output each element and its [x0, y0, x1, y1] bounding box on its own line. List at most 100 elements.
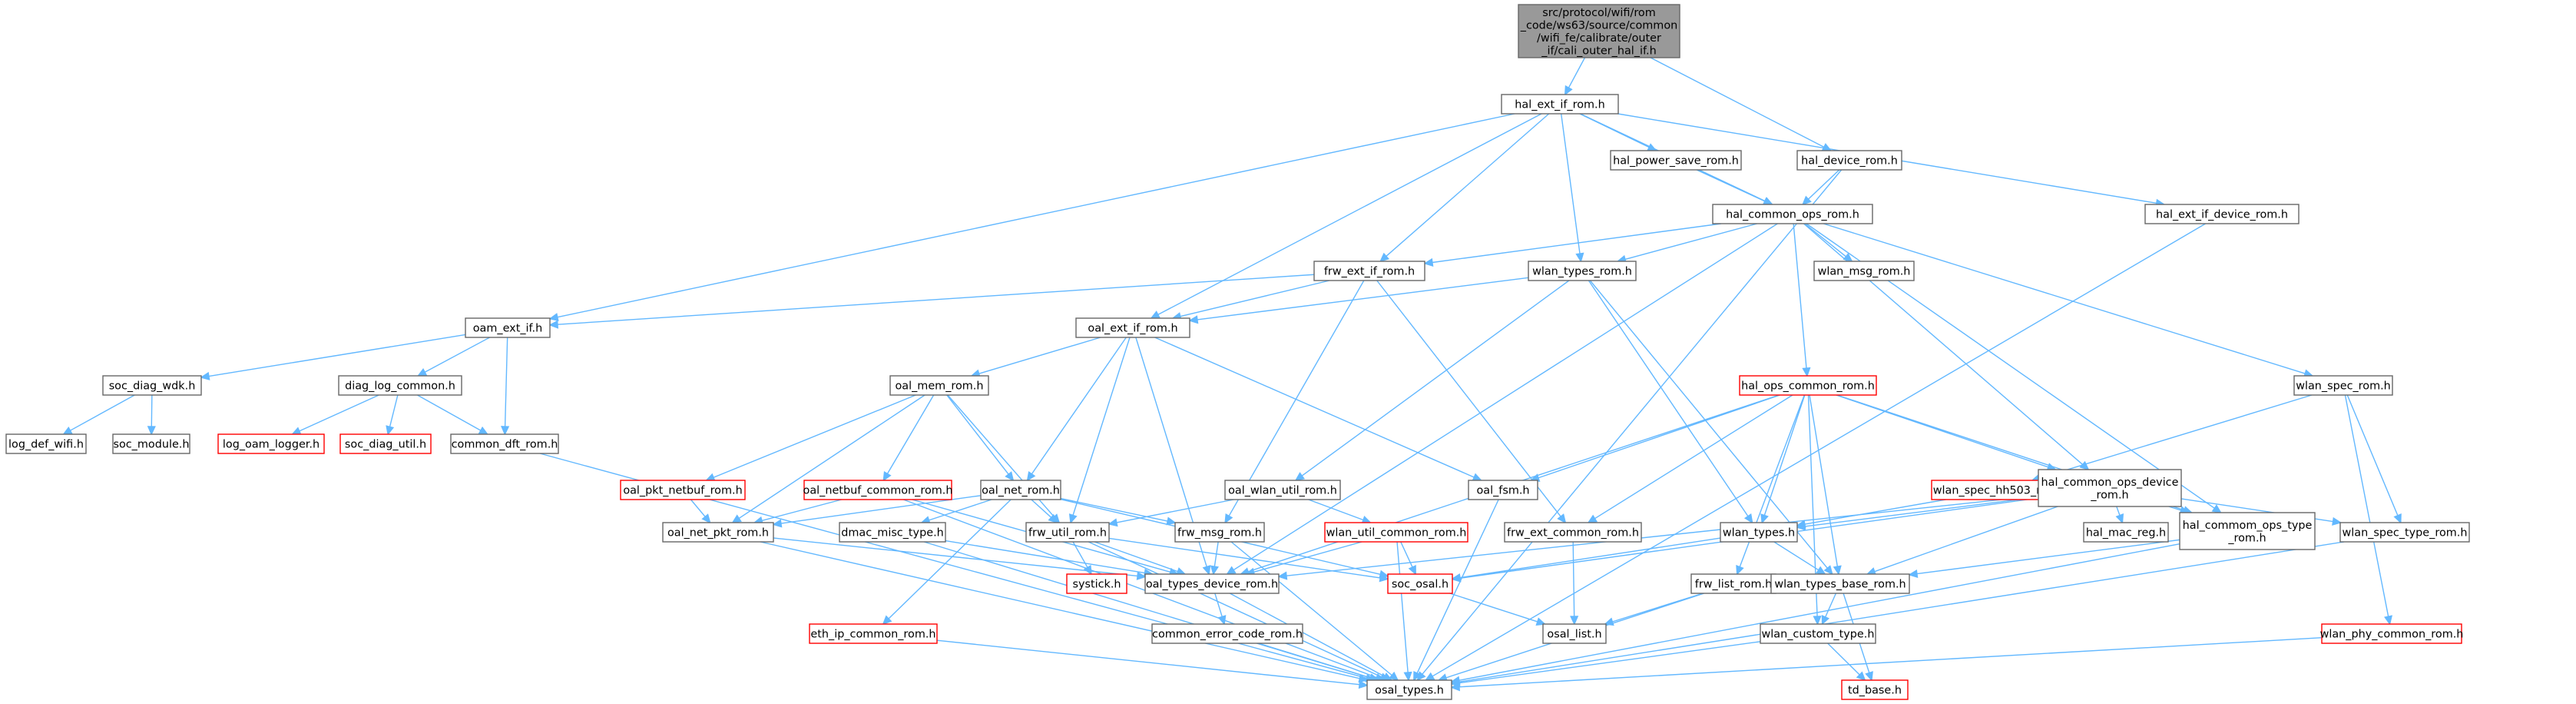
edge-hal_ops_common_rom-to-frw_ext_common_rom — [1587, 394, 1793, 523]
edge-arrowhead — [1802, 367, 1811, 377]
edge-arrowhead — [1451, 573, 1462, 583]
edge-wlan_types_rom-to-oal_ext_if_rom — [1188, 277, 1529, 324]
node-oal-types-device-rom[interactable]: oal_types_device_rom.h — [1144, 573, 1280, 594]
node-td-base[interactable]: td_base.h — [1841, 679, 1909, 700]
edge-line — [299, 394, 379, 432]
edge-arrowhead — [772, 519, 783, 528]
edge-arrowhead — [1472, 473, 1483, 481]
node-wlan-custom-type[interactable]: wlan_custom_type.h — [1760, 623, 1876, 644]
edge-line — [2346, 394, 2399, 516]
edge-wlan_spec_rom-to-wlan_phy_common_rom — [2344, 394, 2392, 626]
node-systick[interactable]: systick.h — [1066, 573, 1127, 594]
node-wlan-spec-type-rom[interactable]: wlan_spec_type_rom.h — [2339, 522, 2470, 543]
edge-oal_wlan_util_rom-to-frw_util_rom — [1108, 499, 1234, 527]
edge-arrowhead — [1743, 513, 1753, 524]
edge-arrowhead — [416, 368, 428, 377]
node-wlan-types[interactable]: wlan_types.h — [1720, 522, 1798, 543]
node-label: common_error_code_rom.h — [1152, 629, 1303, 641]
node-oal-net-pkt-rom[interactable]: oal_net_pkt_rom.h — [662, 522, 774, 543]
node-hal-ext-if-rom[interactable]: hal_ext_if_rom.h — [1501, 94, 1619, 115]
node-oam-ext-if[interactable]: oam_ext_if.h — [465, 317, 551, 338]
node-frw-ext-common-rom[interactable]: frw_ext_common_rom.h — [1504, 522, 1642, 543]
node-soc-diag-util[interactable]: soc_diag_util.h — [339, 433, 432, 454]
node-soc-module[interactable]: soc_module.h — [112, 433, 190, 454]
node-oal-net-rom[interactable]: oal_net_rom.h — [980, 480, 1061, 500]
edge-line — [738, 394, 925, 520]
node-label: hal_commom_ops_type — [2183, 520, 2313, 532]
edge-line — [208, 334, 466, 377]
node-frw-list-rom[interactable]: frw_list_rom.h — [1690, 573, 1776, 594]
node-frw-msg-rom[interactable]: frw_msg_rom.h — [1174, 522, 1265, 543]
edge-arrowhead — [1068, 513, 1078, 524]
node-osal-types[interactable]: osal_types.h — [1366, 679, 1452, 700]
node-wlan-spec-rom[interactable]: wlan_spec_rom.h — [2293, 375, 2393, 396]
node-wlan-types-base-rom[interactable]: wlan_types_base_rom.h — [1770, 573, 1910, 594]
node-box — [465, 317, 551, 338]
node-hal-ops-common-rom[interactable]: hal_ops_common_rom.h — [1739, 375, 1877, 396]
node-box — [2293, 375, 2393, 396]
node-diag-log-common[interactable]: diag_log_common.h — [338, 375, 462, 396]
node-common-error-code-rom[interactable]: common_error_code_rom.h — [1151, 623, 1303, 644]
node-soc-osal[interactable]: soc_osal.h — [1387, 573, 1453, 594]
node-eth-ip-common-rom[interactable]: eth_ip_common_rom.h — [809, 623, 938, 644]
node-oal-netbuf-common-rom[interactable]: oal_netbuf_common_rom.h — [803, 480, 953, 500]
edge-arrowhead — [1801, 195, 1812, 206]
node-hal-ext-if-device-rom[interactable]: hal_ext_if_device_rom.h — [2144, 204, 2300, 224]
node-frw-util-rom[interactable]: frw_util_rom.h — [1025, 522, 1110, 543]
edge-line — [1094, 541, 1178, 573]
node-common-dft-rom[interactable]: common_dft_rom.h — [450, 433, 559, 454]
node-oal-ext-if-rom[interactable]: oal_ext_if_rom.h — [1075, 317, 1190, 338]
node-oal-wlan-util-rom[interactable]: oal_wlan_util_rom.h — [1224, 480, 1341, 500]
edge-oal_net_pkt_rom-to-osal_types — [760, 541, 1369, 683]
node-oal-mem-rom[interactable]: oal_mem_rom.h — [889, 375, 989, 396]
node-label: osal_types.h — [1375, 685, 1444, 697]
edge-root-to-hal_device_rom — [1650, 57, 1833, 151]
node-oal-fsm[interactable]: oal_fsm.h — [1468, 480, 1538, 500]
edge-arrowhead — [1450, 682, 1461, 692]
node-box — [112, 433, 190, 454]
node-box — [980, 480, 1061, 500]
node-label: hal_device_rom.h — [1801, 155, 1898, 168]
node-oal-pkt-netbuf-rom[interactable]: oal_pkt_netbuf_rom.h — [620, 480, 746, 500]
node-wlan-msg-rom[interactable]: wlan_msg_rom.h — [1813, 261, 1915, 281]
edge-line — [1416, 499, 1499, 674]
node-hal-commom-ops-type-rom[interactable]: hal_commom_ops_type_rom.h — [2179, 512, 2316, 550]
edge-line — [1572, 541, 1575, 617]
node-label: hal_ext_if_device_rom.h — [2156, 209, 2288, 221]
node-label: oal_netbuf_common_rom.h — [803, 485, 953, 497]
edge-wlan_spec_rom-to-wlan_spec_type_rom — [2346, 394, 2402, 524]
node-frw-ext-if-rom[interactable]: frw_ext_if_rom.h — [1313, 261, 1425, 281]
edge-arrowhead — [1796, 522, 1806, 531]
node-soc-diag-wdk[interactable]: soc_diag_wdk.h — [102, 375, 202, 396]
node-hal-power-save-rom[interactable]: hal_power_save_rom.h — [1610, 150, 1742, 171]
edge-wlan_types_rom-to-wlan_types — [1588, 280, 1753, 524]
node-dmac-misc-type[interactable]: dmac_misc_type.h — [839, 522, 946, 543]
edge-arrowhead — [1083, 564, 1092, 576]
edge-hal_common_ops_rom-to-wlan_spec_rom — [1823, 223, 2314, 378]
edge-oal_pkt_netbuf_rom-to-oal_net_pkt_rom — [690, 499, 711, 524]
node-hal-mac-reg[interactable]: hal_mac_reg.h — [2083, 522, 2169, 543]
node-hal-device-rom[interactable]: hal_device_rom.h — [1796, 150, 1902, 171]
node-wlan-types-rom[interactable]: wlan_types_rom.h — [1528, 261, 1637, 281]
edge-arrowhead — [1413, 670, 1422, 682]
edge-arrowhead — [2332, 516, 2343, 526]
node-box — [1144, 573, 1280, 594]
edge-diag_log_common-to-log_oam_logger — [291, 394, 379, 435]
edge-line — [1804, 496, 2039, 527]
node-box — [1366, 679, 1452, 700]
node-hal-common-ops-rom[interactable]: hal_common_ops_rom.h — [1712, 204, 1873, 224]
edge-arrowhead — [501, 426, 510, 436]
node-label: frw_ext_common_rom.h — [1507, 527, 1639, 540]
node-osal-list[interactable]: osal_list.h — [1542, 623, 1607, 644]
node-hal-common-ops-device-rom[interactable]: hal_common_ops_device_rom.h — [2038, 469, 2182, 507]
node-wlan-util-common-rom[interactable]: wlan_util_common_rom.h — [1324, 522, 1468, 543]
node-log-def-wifi[interactable]: log_def_wifi.h — [5, 433, 87, 454]
edge-arrowhead — [1736, 565, 1744, 576]
edge-oal_netbuf_common_rom-to-osal_types — [903, 499, 1386, 682]
node-label: oal_types_device_rom.h — [1146, 579, 1278, 591]
node-wlan-phy-common-rom[interactable]: wlan_phy_common_rom.h — [2320, 623, 2464, 644]
node-log-oam-logger[interactable]: log_oam_logger.h — [217, 433, 325, 454]
edge-line — [1230, 541, 1392, 676]
edge-arrowhead — [1587, 514, 1598, 523]
edge-hal_common_ops_device_rom-to-wlan_types — [1796, 496, 2039, 531]
